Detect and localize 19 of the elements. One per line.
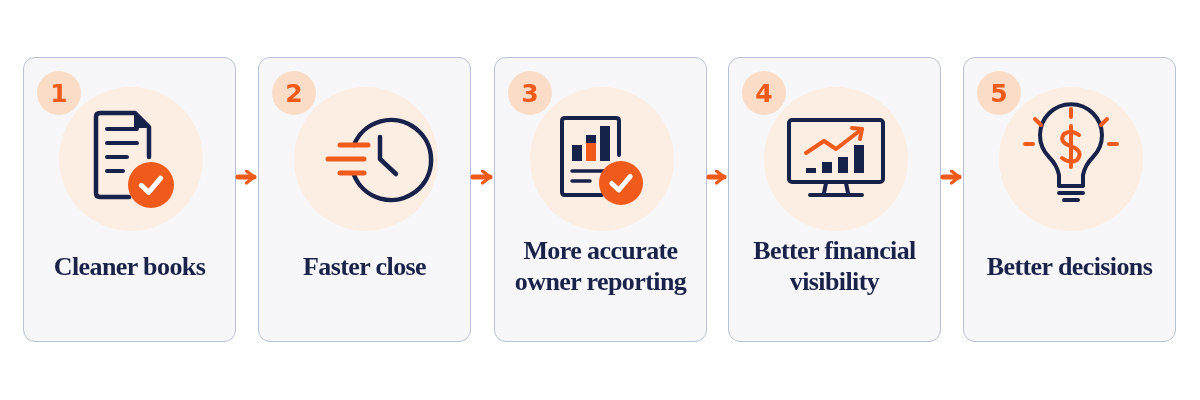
step-card [728, 57, 941, 342]
step-title: Better financial visibility [752, 235, 917, 297]
step-card [23, 57, 236, 342]
step-card [963, 57, 1176, 342]
step-title: Faster close [302, 250, 427, 282]
step-number: 1 [37, 71, 81, 115]
arrow [940, 169, 962, 185]
arrow [235, 169, 257, 185]
arrow [706, 169, 727, 185]
step-card [494, 57, 707, 342]
step-card [258, 57, 471, 342]
step-title: More accurate owner reporting [513, 235, 688, 297]
step-number: 2 [272, 71, 316, 115]
step-title: Cleaner books [52, 250, 207, 282]
arrow [470, 169, 493, 185]
step-title: Better decisions [985, 250, 1154, 282]
step-number: 4 [742, 71, 786, 115]
step-number: 5 [977, 71, 1021, 115]
step-number: 3 [508, 71, 552, 115]
